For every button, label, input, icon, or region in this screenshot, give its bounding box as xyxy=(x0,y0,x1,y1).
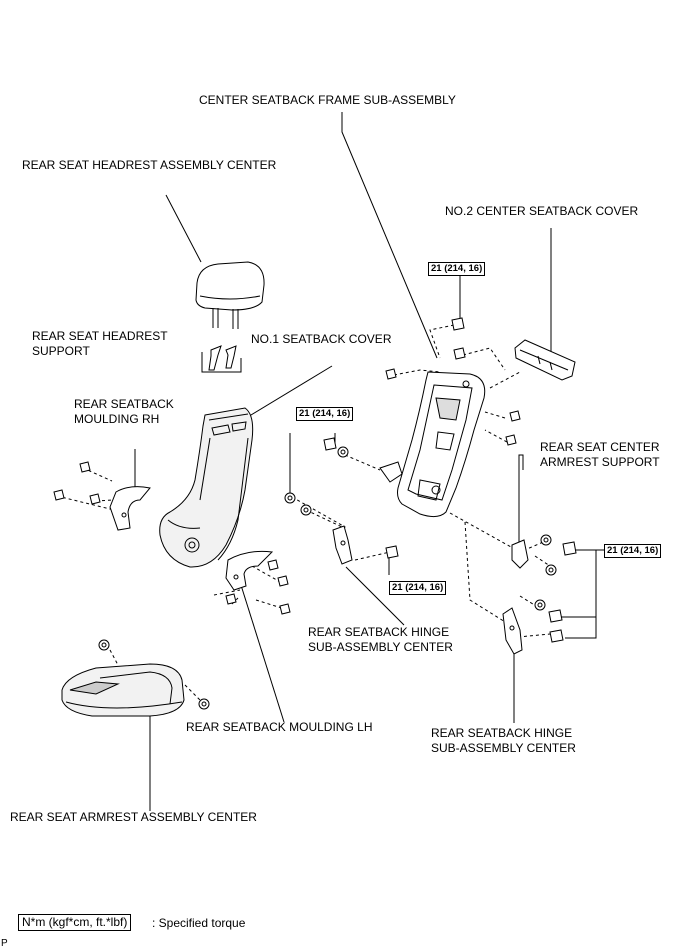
armrest-part xyxy=(61,663,185,717)
label-moulding-rh-line1: REAR SEATBACK xyxy=(74,397,174,411)
torque-legend-unit: N*m (kgf*cm, ft.*lbf) xyxy=(18,914,132,931)
torque-box-right: 21 (214, 16) xyxy=(604,544,662,558)
torque-box-top: 21 (214, 16) xyxy=(428,262,486,276)
label-hinge-right-line2: SUB-ASSEMBLY CENTER xyxy=(431,741,576,755)
armrest-support-part xyxy=(511,539,529,569)
label-hinge-center-line2: SUB-ASSEMBLY CENTER xyxy=(308,640,453,654)
moulding-rh-part xyxy=(109,486,151,531)
torque-box-left: 21 (214, 16) xyxy=(296,407,354,421)
torque-box-bottom: 21 (214, 16) xyxy=(389,581,447,595)
torque-legend-text: : Specified torque xyxy=(152,916,246,930)
label-armrest-assembly: REAR SEAT ARMREST ASSEMBLY CENTER xyxy=(10,810,257,824)
seatback-cover-1-part xyxy=(159,407,254,568)
label-hinge-center-line1: REAR SEATBACK HINGE xyxy=(308,625,450,639)
leader-torque-right xyxy=(565,549,604,639)
leader-headrest-support xyxy=(201,352,242,373)
label-moulding-rh-line2: MOULDING RH xyxy=(74,412,160,426)
label-headrest-support-line2: SUPPORT xyxy=(32,344,90,358)
label-armrest-support-line2: ARMREST SUPPORT xyxy=(540,455,660,469)
label-center-seatback-frame: CENTER SEATBACK FRAME SUB-ASSEMBLY xyxy=(199,93,456,107)
label-hinge-right-line1: REAR SEATBACK HINGE xyxy=(431,726,573,740)
label-headrest-assembly: REAR SEAT HEADREST ASSEMBLY CENTER xyxy=(22,158,277,172)
corner-mark: P xyxy=(1,938,8,949)
leader-armrest-support xyxy=(518,454,524,563)
label-headrest-support-line1: REAR SEAT HEADREST xyxy=(32,329,168,343)
label-armrest-support-line1: REAR SEAT CENTER xyxy=(540,440,660,454)
headrest-support-part xyxy=(208,345,222,371)
label-moulding-lh: REAR SEATBACK MOULDING LH xyxy=(186,720,373,734)
leader-cover1 xyxy=(245,365,333,419)
hinge-right-part xyxy=(502,607,523,655)
label-no1-seatback-cover: NO.1 SEATBACK COVER xyxy=(251,332,392,346)
leader-headrest xyxy=(165,194,202,263)
moulding-lh-part xyxy=(225,550,274,591)
leader-hinge-center xyxy=(345,566,405,626)
leader-frame xyxy=(341,112,438,359)
leader-moulding-lh xyxy=(239,581,285,723)
seatback-frame-part xyxy=(397,371,486,518)
label-no2-seatback-cover: NO.2 CENTER SEATBACK COVER xyxy=(445,204,639,218)
headrest-part xyxy=(195,261,265,311)
